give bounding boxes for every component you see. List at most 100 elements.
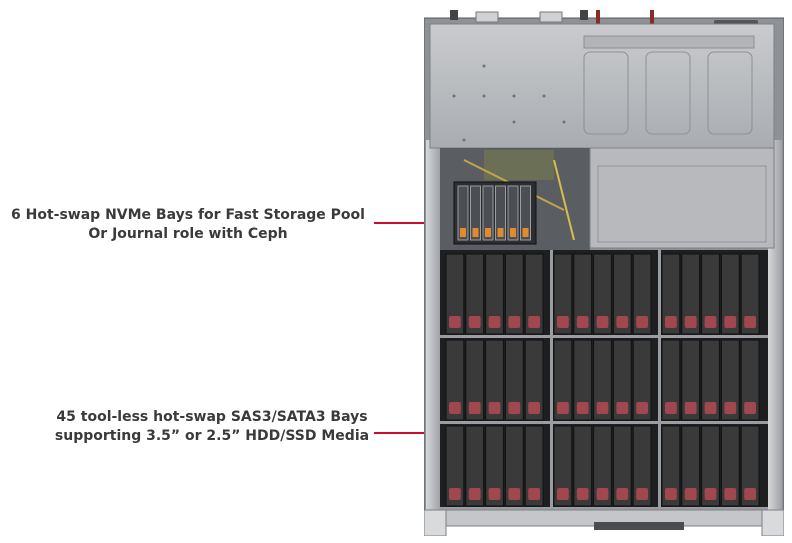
- nvme-bay-latch: [497, 228, 504, 237]
- hdd-bay: [553, 253, 573, 335]
- red-handle-2: [650, 10, 654, 36]
- hdd-bay: [593, 253, 612, 335]
- hdd-bay-latch: [704, 488, 717, 500]
- hdd-bay-latch: [596, 402, 609, 414]
- nvme-bay: [470, 185, 481, 241]
- rear-lid-panel-3: [707, 51, 753, 135]
- server-chassis-image: [424, 10, 784, 536]
- nvme-bay: [495, 185, 506, 241]
- hdd-bay-latch: [636, 488, 648, 500]
- hdd-bay-latch: [684, 402, 697, 414]
- hdd-bay-latch: [616, 316, 629, 328]
- front-handle-right: [761, 509, 784, 536]
- top-tab-3: [539, 11, 563, 23]
- hdd-bay: [465, 253, 485, 335]
- hdd-bay: [740, 253, 760, 335]
- hdd-bay-latch: [468, 402, 481, 414]
- bay-row-divider: [440, 421, 768, 424]
- fan-shroud: [589, 147, 775, 249]
- front-handle-left: [424, 509, 447, 536]
- rear-lid-strip: [583, 35, 755, 49]
- hdd-bay-latch: [665, 316, 677, 328]
- hdd-bay-latch: [557, 488, 569, 500]
- rear-lid-panel-2: [645, 51, 691, 135]
- hdd-bay: [681, 425, 701, 507]
- nvme-callout-label: 6 Hot-swap NVMe Bays for Fast Storage Po…: [4, 206, 372, 244]
- hdd-bay: [701, 425, 720, 507]
- hdd-bay-latch: [596, 488, 609, 500]
- nvme-bay-latch: [460, 228, 466, 237]
- nvme-bay: [482, 185, 494, 241]
- hdd-bay: [720, 339, 740, 421]
- hdd-bay-latch: [576, 488, 589, 500]
- hdd-bay: [445, 253, 465, 335]
- hdd-bay: [661, 253, 681, 335]
- hdd-bay: [740, 339, 760, 421]
- hdd-bay-latch: [724, 402, 737, 414]
- hdd-bay-latch: [704, 316, 717, 328]
- hdd-bay: [445, 425, 465, 507]
- nvme-bay-latch: [472, 228, 479, 237]
- bay-group-divider: [550, 250, 553, 512]
- nvme-bay: [520, 185, 531, 241]
- hdd-bay-latch: [704, 402, 717, 414]
- hdd-bay: [593, 339, 612, 421]
- hdd-bay: [701, 253, 720, 335]
- hdd-bay-latch: [468, 488, 481, 500]
- hdd-bay-latch: [557, 402, 569, 414]
- hdd-bay: [504, 339, 524, 421]
- hdd-bay: [720, 425, 740, 507]
- nvme-bay: [457, 185, 469, 241]
- nvme-callout-line-2: Or Journal role with Ceph: [88, 226, 288, 242]
- hdd-bay: [593, 425, 612, 507]
- hdd-bay: [701, 339, 720, 421]
- hdd-bay-latch: [449, 316, 461, 328]
- hdd-bay-latch: [724, 488, 737, 500]
- hdd-bay-latch: [488, 488, 501, 500]
- hdd-bay-latch: [636, 316, 648, 328]
- hdd-bay-latch: [684, 488, 697, 500]
- hdd-bay: [485, 253, 504, 335]
- nvme-callout-line-1: 6 Hot-swap NVMe Bays for Fast Storage Po…: [11, 207, 365, 223]
- hdd-bay-latch: [488, 402, 501, 414]
- hdd-bay: [524, 425, 544, 507]
- hdd-bay-latch: [508, 402, 521, 414]
- red-handle-1: [596, 10, 600, 36]
- hdd-bay: [524, 339, 544, 421]
- bay-group-divider: [658, 250, 661, 512]
- hdd-bay-latch: [684, 316, 697, 328]
- nvme-bay-latch: [485, 228, 491, 237]
- hdd-bay-latch: [665, 402, 677, 414]
- hdd-callout-label: 45 tool-less hot-swap SAS3/SATA3 Bays su…: [52, 408, 372, 446]
- hdd-bay: [740, 425, 760, 507]
- hdd-bay: [465, 425, 485, 507]
- nvme-bay-latch: [510, 228, 516, 237]
- hdd-bay-latch: [744, 316, 756, 328]
- hdd-bays: [440, 250, 768, 512]
- hdd-bay-latch: [449, 488, 461, 500]
- hdd-bay-latch: [744, 488, 756, 500]
- hdd-bay: [632, 339, 652, 421]
- hdd-bay: [504, 425, 524, 507]
- nvme-bay-latch: [522, 228, 529, 237]
- hdd-bay-latch: [616, 402, 629, 414]
- hdd-bay: [720, 253, 740, 335]
- hdd-bay: [553, 339, 573, 421]
- hdd-bay-latch: [557, 316, 569, 328]
- hdd-bay-latch: [576, 402, 589, 414]
- hdd-bay-latch: [528, 316, 540, 328]
- hdd-bay-latch: [744, 402, 756, 414]
- hdd-bay: [573, 339, 593, 421]
- top-tab-2: [475, 11, 499, 23]
- hdd-bay: [612, 339, 632, 421]
- hdd-bay: [524, 253, 544, 335]
- hdd-bay: [465, 339, 485, 421]
- bay-row-divider: [440, 335, 768, 338]
- hdd-bay-latch: [488, 316, 501, 328]
- hdd-bay-latch: [508, 316, 521, 328]
- side-rail-left: [426, 140, 440, 518]
- hdd-bay: [661, 339, 681, 421]
- hdd-callout-line-1: 45 tool-less hot-swap SAS3/SATA3 Bays: [56, 409, 368, 425]
- hdd-bay: [504, 253, 524, 335]
- hdd-bay-latch: [616, 488, 629, 500]
